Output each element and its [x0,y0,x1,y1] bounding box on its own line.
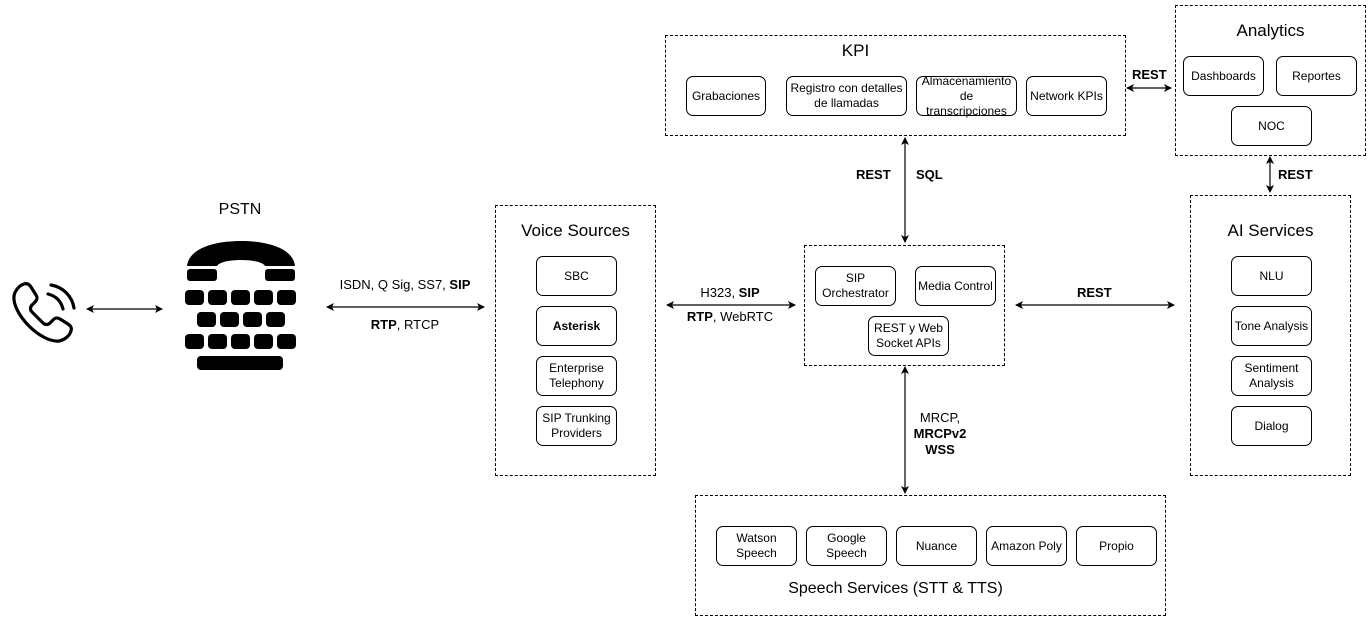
ai-services-title: AI Services [1227,221,1314,240]
node-dashboards[interactable]: Dashboards [1183,56,1264,96]
voice-orch-protocols-bottom: RTP, WebRTC [660,309,800,325]
kpi-title: KPI [841,41,870,60]
node-watson-speech[interactable]: Watson Speech [716,526,797,566]
orchestrator-group: SIP Orchestrator Media Control REST y We… [804,245,1005,366]
node-amazon-poly[interactable]: Amazon Poly [986,526,1067,566]
node-google-speech[interactable]: Google Speech [806,526,887,566]
node-almacenamiento-transcripciones[interactable]: Almacenamiento de transcripciones [916,74,1017,118]
voice-orch-protocols-top: H323, SIP [660,285,800,301]
node-sip-trunking-providers[interactable]: SIP Trunking Providers [536,406,617,446]
kpi-orch-sql-label: SQL [916,167,943,182]
voice-sources-title: Voice Sources [521,221,630,240]
label-line: MRCPv2 [913,426,967,441]
label-part: ISDN, Q Sig, SS7, [339,277,450,292]
node-tone-analysis[interactable]: Tone Analysis [1231,306,1312,346]
node-nuance[interactable]: Nuance [896,526,977,566]
label-line: MRCP, [919,410,961,425]
node-nlu[interactable]: NLU [1231,256,1312,296]
pstn-voice-protocols-bottom: RTP, RTCP [325,317,485,333]
node-dialog[interactable]: Dialog [1231,406,1312,446]
node-reportes[interactable]: Reportes [1276,56,1357,96]
label-part: SIP [738,285,760,300]
node-noc[interactable]: NOC [1231,106,1312,146]
speech-services-group: Watson Speech Google Speech Nuance Amazo… [695,495,1166,616]
pstn-title: PSTN [218,201,262,218]
analytics-title: Analytics [1236,21,1305,40]
orch-ai-rest-label: REST [1077,285,1112,300]
speech-services-title: Speech Services (STT & TTS) [788,580,1003,597]
node-sip-orchestrator[interactable]: SIP Orchestrator [815,266,896,306]
phone-call-icon [10,278,78,346]
node-enterprise-telephony[interactable]: Enterprise Telephony [536,356,617,396]
label-part: RTP [686,309,713,324]
voice-sources-group: Voice Sources SBC Asterisk Enterprise Te… [495,205,656,476]
node-asterisk[interactable]: Asterisk [536,306,617,346]
node-registro-detalles-llamadas[interactable]: Registro con detalles de llamadas [786,76,907,116]
kpi-analytics-rest-label: REST [1132,67,1167,82]
node-rest-websocket-apis[interactable]: REST y Web Socket APIs [868,316,949,356]
tty-phone-keyboard-icon [185,240,297,372]
orch-speech-protocols: MRCP, MRCPv2 WSS [900,410,980,458]
label-part: SIP [449,277,471,292]
node-sbc[interactable]: SBC [536,256,617,296]
node-network-kpis[interactable]: Network KPIs [1026,76,1107,116]
label-line: WSS [925,442,955,457]
pstn-voice-protocols-top: ISDN, Q Sig, SS7, SIP [325,277,485,293]
node-grabaciones[interactable]: Grabaciones [686,76,766,116]
label-part: , RTCP [396,317,440,332]
label-part: , WebRTC [712,309,774,324]
analytics-group: Analytics Dashboards Reportes NOC [1175,5,1366,156]
node-sentiment-analysis[interactable]: Sentiment Analysis [1231,356,1312,396]
kpi-orch-rest-label: REST [856,167,891,182]
kpi-group: KPI Grabaciones Registro con detalles de… [665,35,1126,136]
label-part: RTP [370,317,397,332]
analytics-ai-rest-label: REST [1278,167,1313,182]
label-part: H323, [700,285,739,300]
node-media-control[interactable]: Media Control [915,266,996,306]
node-propio[interactable]: Propio [1076,526,1157,566]
ai-services-group: AI Services NLU Tone Analysis Sentiment … [1190,195,1351,476]
